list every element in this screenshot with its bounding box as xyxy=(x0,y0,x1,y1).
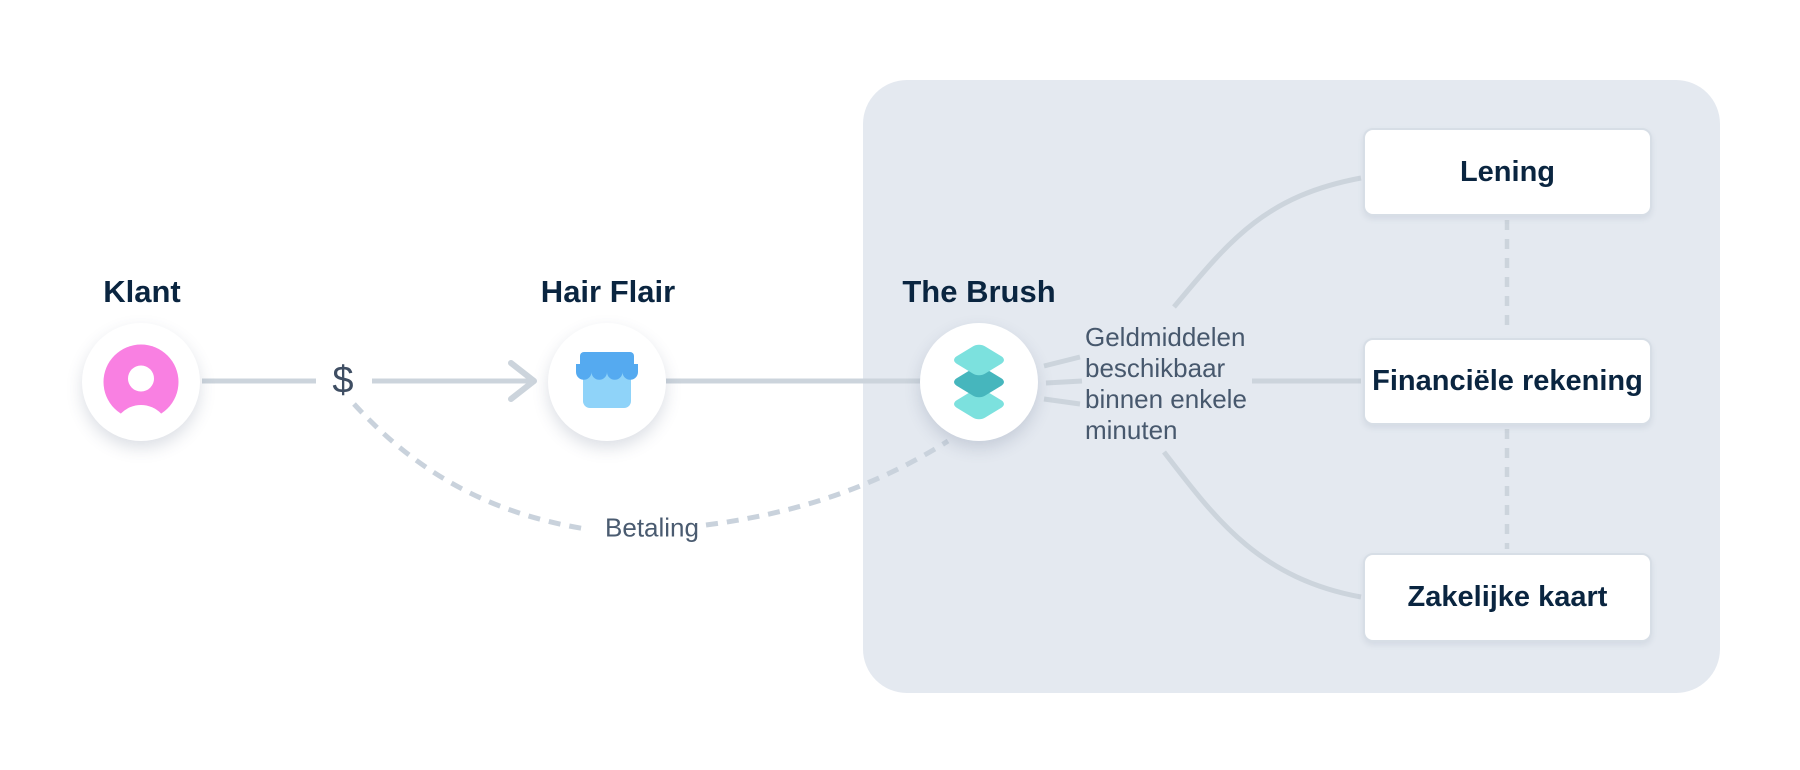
connector-stub-middle xyxy=(1045,378,1083,386)
node-label-hair-flair: Hair Flair xyxy=(540,274,676,309)
connector-betaling-right xyxy=(705,438,950,528)
product-box-lening: Lening xyxy=(1363,128,1652,216)
arrowhead-icon xyxy=(508,360,537,402)
person-icon xyxy=(103,344,179,420)
node-label-klant: Klant xyxy=(103,274,181,309)
storefront-icon xyxy=(569,344,645,420)
funds-note-line: beschikbaar xyxy=(1085,353,1226,383)
connector-brush-lening xyxy=(1172,175,1362,309)
funds-note-line: Geldmiddelen xyxy=(1085,322,1246,352)
connector-brush-kaart xyxy=(1162,450,1362,600)
node-the-brush xyxy=(920,323,1038,441)
funds-note-line: minuten xyxy=(1085,415,1178,445)
connector-stub-top xyxy=(1043,354,1081,369)
node-label-the-brush: The Brush xyxy=(902,274,1056,309)
product-box-financiele-rekening: Financiële rekening xyxy=(1363,338,1652,425)
funds-availability-note: Geldmiddelen beschikbaar binnen enkele m… xyxy=(1085,322,1285,446)
layers-icon xyxy=(939,342,1019,422)
funds-note-line: binnen enkele xyxy=(1085,384,1247,414)
connector-stub-bottom xyxy=(1043,396,1081,407)
node-klant xyxy=(82,323,200,441)
dollar-label: $ xyxy=(332,359,354,402)
betaling-label: Betaling xyxy=(605,512,699,543)
node-hair-flair xyxy=(548,323,666,441)
product-box-zakelijke-kaart: Zakelijke kaart xyxy=(1363,553,1652,642)
connector-betaling-left xyxy=(352,402,587,532)
